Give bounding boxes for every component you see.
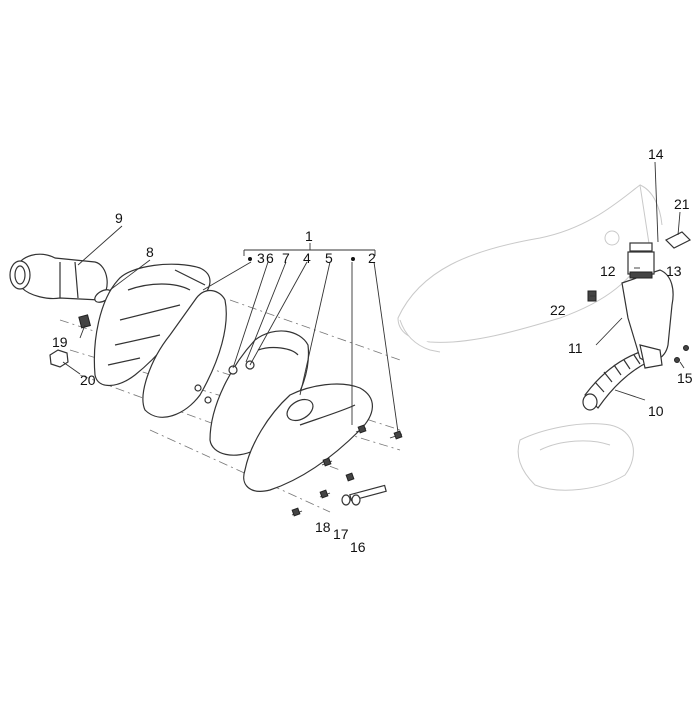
callout-22: 22 [550,302,566,318]
callout-16: 16 [350,539,366,555]
screws-part [291,424,403,517]
group-leader-lines [202,243,399,433]
seat-ghost [397,184,663,353]
group-dot [351,257,355,261]
callout-18: 18 [315,519,331,535]
callout-20: 20 [80,372,96,388]
callout-6: 6 [266,250,274,266]
filter-element-part [209,330,310,456]
callout-4: 4 [303,250,311,266]
gasket-part [142,290,227,418]
callout-14: 14 [648,146,664,162]
callout-10: 10 [648,403,664,419]
part-leader-lines [62,161,685,401]
callout-17: 17 [333,526,349,542]
callout-19: 19 [52,334,68,350]
duct-screws-part [674,345,689,363]
airbox-cover-part [243,383,373,492]
engine-ghost [517,423,634,491]
group-dot [248,257,252,261]
callout-11: 11 [568,340,583,356]
intake-duct-part [621,269,674,369]
callout-labels: 1 2 3 4 5 6 7 8 9 10 11 12 13 14 15 16 1… [52,146,693,555]
callout-12: 12 [600,263,616,279]
callout-1: 1 [305,228,313,244]
foam-pad-part [664,231,692,249]
nut-part [49,349,69,368]
callout-21: 21 [674,196,690,212]
callout-5: 5 [325,250,333,266]
callout-15: 15 [677,370,693,386]
callout-9: 9 [115,210,123,226]
callout-3: 3 [257,250,265,266]
clip-part [78,314,91,329]
callout-8: 8 [146,244,154,260]
corrugated-duct-part [582,351,649,411]
callout-13: 13 [666,263,682,279]
long-bolt-part [341,484,387,506]
intake-elbow-part [9,253,108,301]
callout-2: 2 [368,250,376,266]
callout-7: 7 [282,250,290,266]
seal-part [629,242,653,252]
